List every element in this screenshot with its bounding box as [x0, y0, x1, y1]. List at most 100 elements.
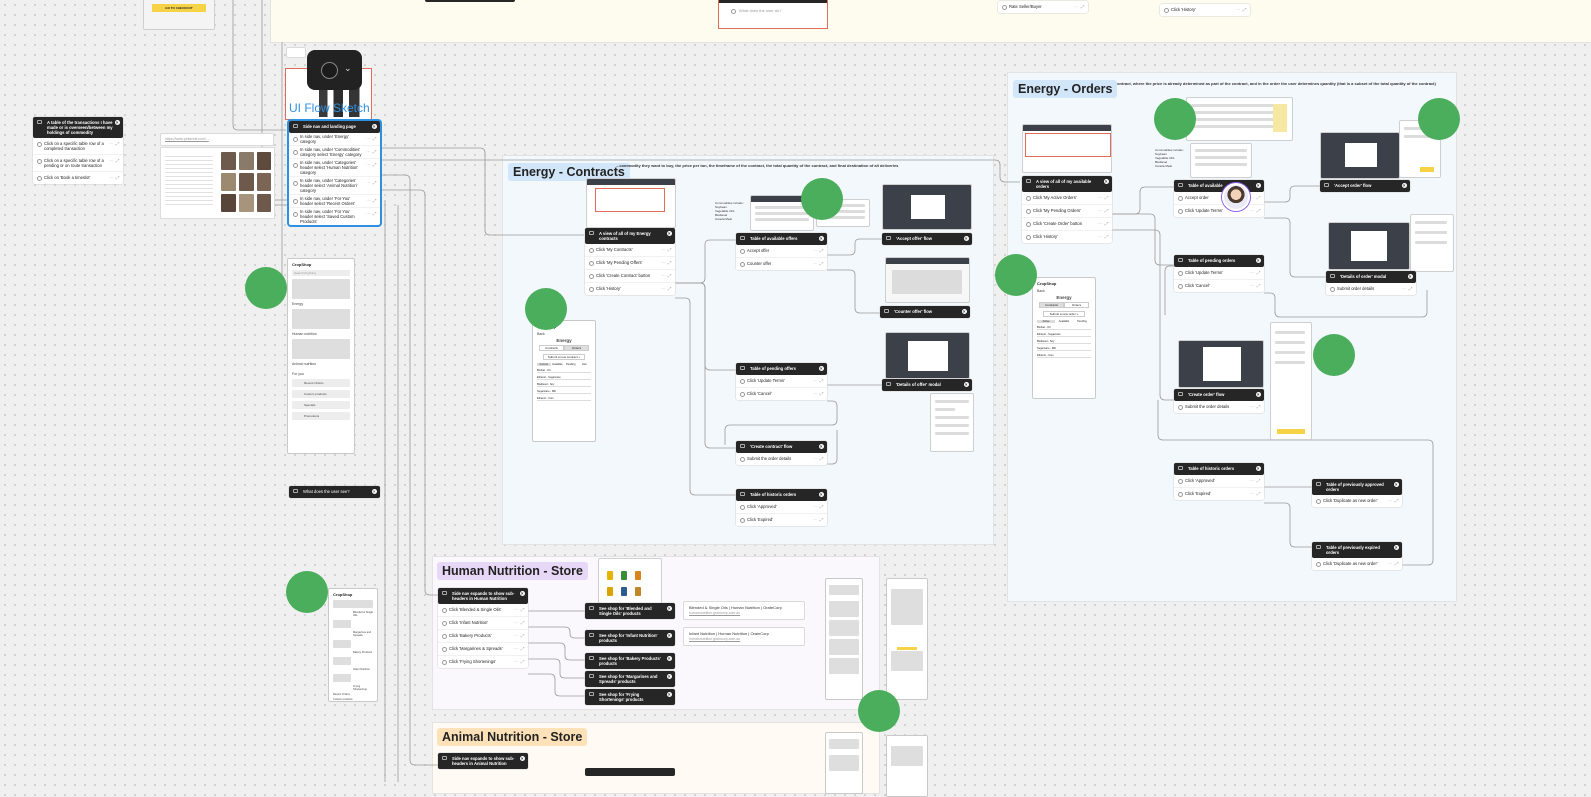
human-main-card[interactable]: Side nav expands to show sub-headers in …: [438, 588, 528, 668]
close-icon[interactable]: ×: [371, 123, 377, 129]
row-actions-icon[interactable]: ⋯ ⤢: [514, 659, 525, 664]
row-actions-icon[interactable]: ⋯ ⤢: [1250, 195, 1261, 200]
contracts-historic-card[interactable]: Table of historic orders× Click 'Approve…: [736, 489, 827, 526]
row-actions-icon[interactable]: ⋯ ⤢: [514, 633, 525, 638]
list-item[interactable]: Click 'Duplicate as new order'⋯ ⤢: [1312, 495, 1402, 507]
color-swatch-icon[interactable]: [321, 62, 338, 79]
orders-main-card[interactable]: A view of all of my available orders× Cl…: [1022, 176, 1112, 243]
contracts-main-card[interactable]: A view of all of my Energy contracts× Cl…: [585, 228, 675, 295]
row-actions-icon[interactable]: ⋯ ⤢: [1098, 195, 1109, 200]
row-actions-icon[interactable]: ⋯ ⤢: [366, 162, 377, 167]
list-item[interactable]: In side nav, under 'Energy' category⋯ ⤢: [289, 133, 380, 146]
list-item[interactable]: Submit order details⋯ ⤢: [1326, 283, 1416, 295]
row-actions-icon[interactable]: ⋯ ⤢: [1098, 208, 1109, 213]
checkout-button[interactable]: GO TO CHECKOUT: [152, 4, 206, 12]
orders-details-modal-card[interactable]: 'Details of order' modal× Submit order d…: [1326, 271, 1416, 295]
transactions-card[interactable]: A table of the transactions I have made …: [33, 117, 123, 184]
close-icon[interactable]: ×: [961, 308, 967, 314]
list-item[interactable]: Click 'Cancel'⋯ ⤢: [736, 388, 827, 400]
row-actions-icon[interactable]: ⋯ ⤢: [813, 504, 824, 509]
list-item[interactable]: In side nav, under 'Commodities' categor…: [289, 146, 380, 159]
close-icon[interactable]: ×: [666, 655, 672, 661]
contracts-accept-flow-card[interactable]: 'Accept offer' flow×: [882, 233, 972, 245]
what-user-sees-card[interactable]: What does the user see?×: [289, 486, 380, 498]
row-actions-icon[interactable]: ⋯ ⤢: [813, 261, 824, 266]
list-item[interactable]: Click 'Create Contract' button⋯ ⤢: [585, 270, 675, 283]
link-url[interactable]: humannutrition.graincorp.com.au: [689, 610, 741, 615]
list-item[interactable]: Click on a specific table row of a pendi…: [33, 155, 123, 172]
row-actions-icon[interactable]: ⋯ ⤢: [366, 211, 377, 216]
row-actions-icon[interactable]: ⋯ ⤢: [1388, 561, 1399, 566]
row-actions-icon[interactable]: ⋯ ⤢: [1074, 4, 1085, 9]
row-actions-icon[interactable]: ⋯ ⤢: [1098, 234, 1109, 239]
list-item[interactable]: Accept offer⋯ ⤢: [736, 245, 827, 258]
rate-seller-row[interactable]: Rate Seller/Buyer⋯ ⤢: [998, 1, 1088, 13]
row-actions-icon[interactable]: ⋯ ⤢: [514, 620, 525, 625]
row-actions-icon[interactable]: ⋯ ⤢: [661, 273, 672, 278]
row-actions-icon[interactable]: ⋯ ⤢: [1250, 283, 1261, 288]
orders-available-card[interactable]: Table of available× Accept order⋯ ⤢ Clic…: [1174, 180, 1264, 217]
list-item[interactable]: Click 'My Contracts'⋯ ⤢: [585, 244, 675, 257]
close-icon[interactable]: ×: [1103, 178, 1109, 184]
list-item[interactable]: Click 'Update Terms'⋯ ⤢: [1174, 205, 1264, 217]
list-item[interactable]: Click 'Create Order' button⋯ ⤢: [1022, 218, 1112, 231]
orders-create-flow-card[interactable]: 'Create order' flow× Submit the order de…: [1174, 389, 1264, 413]
list-item[interactable]: Click on a specific table row of a compl…: [33, 138, 123, 155]
list-item[interactable]: In side nav, under 'Categories' header s…: [289, 159, 380, 177]
close-icon[interactable]: ×: [1393, 544, 1399, 550]
list-item[interactable]: In side nav, under 'For You' header sele…: [289, 208, 380, 225]
collaborator-avatar[interactable]: [1222, 183, 1250, 211]
history-card[interactable]: Click 'History'⋯ ⤢: [1160, 4, 1250, 16]
list-item[interactable]: Click on 'Book a timeslot'⋯ ⤢: [33, 172, 123, 184]
row-actions-icon[interactable]: ⋯ ⤢: [1250, 270, 1261, 275]
list-item[interactable]: Submit the order details⋯ ⤢: [736, 453, 827, 465]
row-actions-icon[interactable]: ⋯ ⤢: [1098, 221, 1109, 226]
close-icon[interactable]: ×: [666, 691, 672, 697]
shop-card-infant[interactable]: See shop for 'Infant Nutrition' products…: [585, 630, 675, 646]
close-icon[interactable]: ×: [519, 590, 525, 596]
close-icon[interactable]: ×: [666, 673, 672, 679]
close-icon[interactable]: ×: [371, 488, 377, 494]
orders-approved-card[interactable]: Table of previously approved orders× Cli…: [1312, 479, 1402, 507]
list-item[interactable]: Click 'Approved'⋯ ⤢: [1174, 475, 1264, 488]
side-nav-card[interactable]: Side nav and landing page× In side nav, …: [287, 119, 382, 227]
list-item[interactable]: Click 'History'⋯ ⤢: [585, 283, 675, 295]
close-icon[interactable]: ×: [1407, 273, 1413, 279]
close-icon[interactable]: ×: [666, 230, 672, 236]
list-item[interactable]: Click 'Blended & Single Oils'⋯ ⤢: [438, 604, 528, 617]
close-icon[interactable]: ×: [818, 365, 824, 371]
list-item[interactable]: In side nav, under 'Categories' header s…: [289, 177, 380, 195]
row-actions-icon[interactable]: ⋯ ⤢: [1250, 478, 1261, 483]
list-item[interactable]: Click 'Expired'⋯ ⤢: [736, 514, 827, 526]
list-item[interactable]: Click 'Infant Nutrition'⋯ ⤢: [438, 617, 528, 630]
close-icon[interactable]: ×: [1255, 465, 1261, 471]
row-actions-icon[interactable]: ⋯ ⤢: [1388, 498, 1399, 503]
row-actions-icon[interactable]: ⋯ ⤢: [661, 286, 672, 291]
contracts-available-card[interactable]: Table of available offers× Accept offer⋯…: [736, 233, 827, 270]
list-item[interactable]: Submit the order details⋯ ⤢: [1174, 401, 1264, 413]
top-search-card[interactable]: What does the user do?: [718, 0, 828, 29]
close-icon[interactable]: ×: [1255, 257, 1261, 263]
close-icon[interactable]: ×: [666, 632, 672, 638]
pinterest-link-note[interactable]: https://www.pinterest.com/...: [160, 133, 274, 146]
orders-pending-card[interactable]: Table of pending orders× Click 'Update T…: [1174, 255, 1264, 292]
list-item[interactable]: In side nav, under 'For You' header sele…: [289, 195, 380, 208]
chevron-down-icon[interactable]: ⌄: [344, 63, 352, 73]
pinterest-link[interactable]: https://www.pinterest.com/...: [165, 137, 209, 141]
list-item[interactable]: Click 'Update Terms'⋯ ⤢: [1174, 267, 1264, 280]
row-actions-icon[interactable]: ⋯ ⤢: [1402, 286, 1413, 291]
row-actions-icon[interactable]: ⋯ ⤢: [366, 180, 377, 185]
close-icon[interactable]: ×: [963, 381, 969, 387]
list-item[interactable]: Accept order⋯ ⤢: [1174, 192, 1264, 205]
history-row[interactable]: Click 'History'⋯ ⤢: [1160, 4, 1250, 16]
color-picker-toolbar[interactable]: ⌄: [307, 50, 362, 90]
list-item[interactable]: Click 'Frying Shortenings'⋯ ⤢: [438, 656, 528, 668]
list-item[interactable]: Counter offer⋯ ⤢: [736, 258, 827, 270]
row-actions-icon[interactable]: ⋯ ⤢: [514, 607, 525, 612]
row-actions-icon[interactable]: ⋯ ⤢: [1250, 404, 1261, 409]
shop-card-margarines[interactable]: See shop for 'Margarines and Spreads' pr…: [585, 671, 675, 687]
contracts-create-flow-card[interactable]: 'Create contract' flow× Submit the order…: [736, 441, 827, 465]
row-actions-icon[interactable]: ⋯ ⤢: [661, 260, 672, 265]
animal-main-card[interactable]: Side nav expands to show sub-headers in …: [438, 753, 528, 769]
list-item[interactable]: Click 'Cancel'⋯ ⤢: [1174, 280, 1264, 292]
